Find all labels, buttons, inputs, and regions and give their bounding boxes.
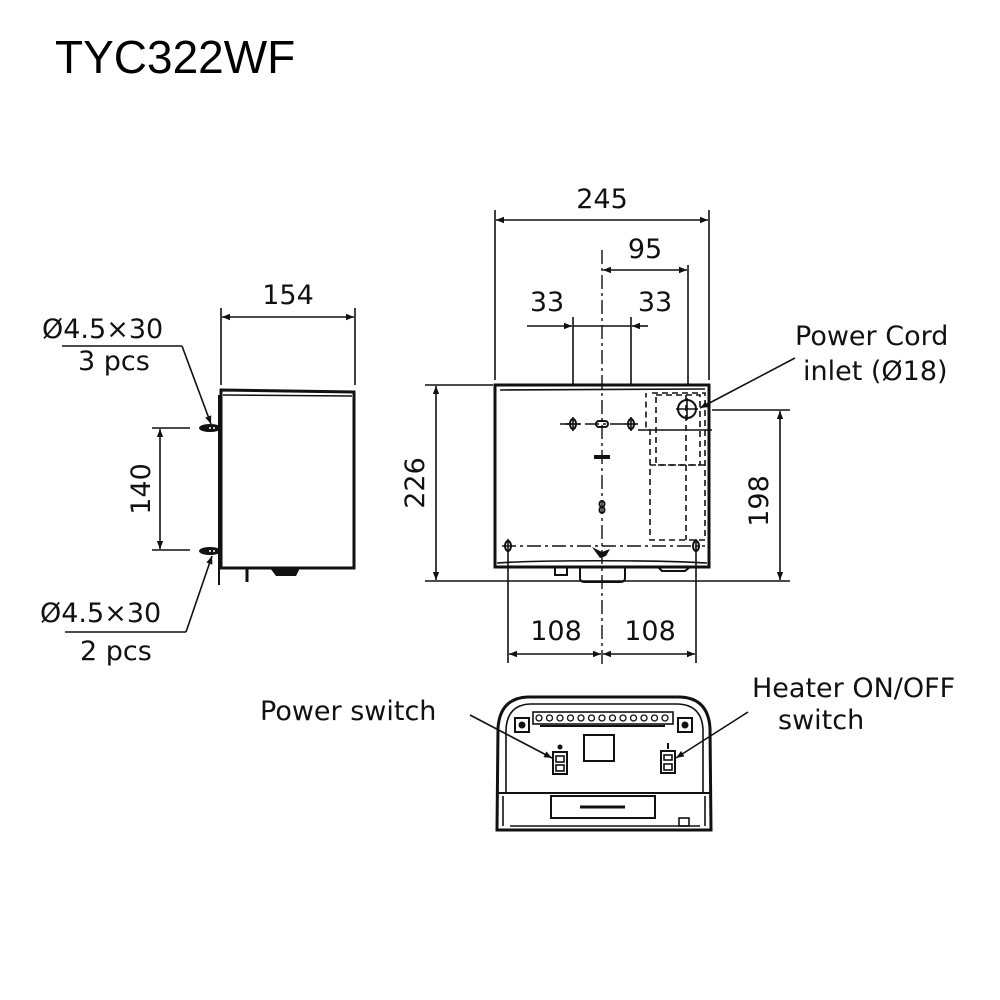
dim-bottom-left: 108 [530,616,582,647]
bottom-tray-cover [550,795,656,819]
bottom-view-body [495,695,713,832]
screw-icon-top [199,424,221,432]
power-cord-label-line2: inlet (Ø18) [803,356,948,387]
power-switch-icon[interactable] [552,744,568,775]
bottom-view: Power switch Heater ON/OFF switch [260,673,955,832]
rear-hook [592,547,610,558]
terminal-dot [608,714,617,722]
dim-left-hole: 33 [530,287,564,318]
rear-bottom-tab-right [657,566,691,572]
dim-bottom-right: 108 [624,616,676,647]
top-screw-leader [181,345,212,425]
bottom-screw-qty: 2 pcs [80,636,152,667]
rear-view: 245 95 33 33 226 198 108 108 Power Cord … [400,184,948,665]
heater-switch-label-line2: switch [778,705,864,736]
mount-hole-icon-bottom-left [504,539,512,553]
terminal-dot [566,714,575,722]
terminal-dot [598,714,606,722]
top-screw-spec: Ø4.5×30 [42,314,163,345]
heater-switch-leader [675,711,749,759]
terminal-dot [577,714,585,722]
power-switch-label: Power switch [260,696,436,727]
side-view: 154 140 Ø4.5×30 3 pcs Ø4.5×30 2 pcs [40,280,356,667]
power-cord-inlet-icon [676,398,698,420]
dim-right-hole: 33 [638,287,672,318]
terminal-dot [640,714,648,722]
internal-box-outline [645,392,706,541]
terminal-strip [532,711,674,725]
rear-small-hole-icon [598,500,606,514]
rear-bottom-tab-left [554,567,568,576]
top-screw-qty: 3 pcs [78,346,150,377]
bottom-mount-left [514,717,530,733]
power-cord-label-line1: Power Cord [795,321,948,352]
screw-icon-bottom [199,547,221,555]
power-switch-leader [469,714,553,759]
mount-hole-icon-right [624,417,638,431]
model-title: TYC322WF [55,31,295,83]
side-view-body [219,388,356,570]
bottom-screw-leader [185,555,213,633]
bottom-screw-spec: Ø4.5×30 [40,598,161,629]
terminal-dot [619,714,627,722]
mount-hole-icon-bottom-right [692,539,700,553]
dim-overall-width: 245 [576,184,628,215]
power-cord-leader [699,357,796,409]
heater-switch-label-line1: Heater ON/OFF [752,673,955,704]
terminal-dot [535,714,543,722]
terminal-dot [556,714,564,722]
side-bottom-tab [270,568,300,576]
rear-marker [594,455,610,459]
terminal-dot [650,714,659,722]
heater-switch-icon[interactable] [660,743,676,774]
dim-screw-spacing: 140 [126,463,157,515]
dim-side-width: 154 [262,280,314,311]
terminal-dot [661,714,669,722]
terminal-dot [629,714,638,722]
terminal-dots [535,714,669,722]
dim-inlet-height: 198 [744,475,775,527]
dim-inlet-offset: 95 [628,234,662,265]
bottom-mount-right [677,717,693,733]
bottom-label-plate [583,734,615,762]
dim-overall-height: 226 [400,457,431,509]
mount-hole-icon-left [566,417,580,431]
terminal-dot [545,714,554,722]
mount-slot-icon-center [595,420,609,428]
terminal-dot [587,714,596,722]
side-view-top-edge [222,394,353,397]
